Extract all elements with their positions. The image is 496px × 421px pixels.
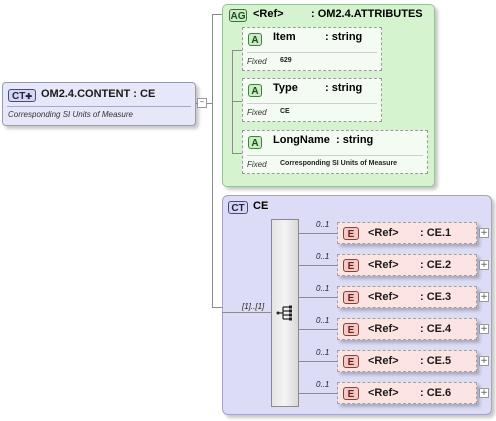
element-occurrence: 0..1 xyxy=(316,348,330,357)
attr-connector-item xyxy=(232,50,242,51)
attribute-separator xyxy=(247,103,377,104)
element-badge: E xyxy=(343,259,359,272)
sequence-compositor-icon xyxy=(276,305,292,321)
element-ce-5[interactable]: E <Ref> : CE.5 xyxy=(337,350,477,372)
element-ref: <Ref> xyxy=(368,227,399,239)
element-ref: <Ref> xyxy=(368,259,399,271)
attr-connector-trunk xyxy=(232,50,233,154)
attribute-separator xyxy=(247,52,377,53)
element-ce-2[interactable]: E <Ref> : CE.2 xyxy=(337,254,477,276)
element-ref: <Ref> xyxy=(368,355,399,367)
attribute-type: : string xyxy=(325,82,363,94)
element-name: : CE.3 xyxy=(420,291,452,303)
attribute-item[interactable]: A Item : string Fixed 629 xyxy=(242,27,382,71)
element-name: : CE.6 xyxy=(420,387,452,399)
element-badge: E xyxy=(343,291,359,304)
complex-type-badge-label: CT xyxy=(11,91,26,102)
attribute-type: : string xyxy=(325,31,363,43)
element-occurrence: 0..1 xyxy=(316,284,330,293)
element-connector xyxy=(299,297,337,298)
attribute-name: LongName xyxy=(273,134,330,146)
element-ce-1[interactable]: E <Ref> : CE.1 xyxy=(337,222,477,244)
expand-icon[interactable]: + xyxy=(479,388,489,398)
element-ce-3[interactable]: E <Ref> : CE.3 xyxy=(337,286,477,308)
connector-to-sequence xyxy=(222,312,272,313)
element-occurrence: 0..1 xyxy=(316,252,330,261)
attribute-type: : string xyxy=(336,134,374,146)
attribute-name: Item xyxy=(273,31,296,43)
expand-icon[interactable]: + xyxy=(479,324,489,334)
collapse-main-type-icon[interactable]: – xyxy=(197,98,207,108)
element-badge: E xyxy=(343,227,359,240)
complex-type-badge: CT✚ xyxy=(8,89,36,102)
connector-to-complex-type xyxy=(212,307,222,308)
element-ref: <Ref> xyxy=(368,387,399,399)
sequence-compositor[interactable] xyxy=(271,219,299,407)
connector-to-attribute-group xyxy=(212,14,222,15)
connector-trunk xyxy=(212,14,213,308)
attribute-group-ref: <Ref> xyxy=(253,8,284,20)
attribute-badge: A xyxy=(248,84,262,97)
attribute-name: Type xyxy=(273,82,298,94)
expand-icon[interactable]: + xyxy=(479,292,489,302)
attribute-group-badge: AG xyxy=(229,9,247,22)
element-connector xyxy=(299,233,337,234)
attribute-longname[interactable]: A LongName : string Fixed Corresponding … xyxy=(242,130,428,174)
attribute-separator xyxy=(247,155,423,156)
element-name: : CE.5 xyxy=(420,355,452,367)
fixed-label: Fixed xyxy=(247,108,267,117)
element-name: : CE.2 xyxy=(420,259,452,271)
element-ce-6[interactable]: E <Ref> : CE.6 xyxy=(337,382,477,404)
fixed-label: Fixed xyxy=(247,160,267,169)
fixed-value: 629 xyxy=(280,57,292,64)
element-connector xyxy=(299,329,337,330)
element-ref: <Ref> xyxy=(368,291,399,303)
element-occurrence: 0..1 xyxy=(316,220,330,229)
complex-type-ce-name: CE xyxy=(253,200,269,212)
main-type-documentation: Corresponding SI Units of Measure xyxy=(8,110,133,119)
attributes-icon: ✚ xyxy=(25,92,33,101)
attribute-badge: A xyxy=(248,33,262,46)
element-connector xyxy=(299,265,337,266)
attribute-type-field[interactable]: A Type : string Fixed CE xyxy=(242,78,382,122)
element-ref: <Ref> xyxy=(368,323,399,335)
element-occurrence: 0..1 xyxy=(316,380,330,389)
fixed-label: Fixed xyxy=(247,57,267,66)
element-connector xyxy=(299,361,337,362)
fixed-value: Corresponding SI Units of Measure xyxy=(280,160,398,167)
complex-type-ce-badge: CT xyxy=(228,201,248,214)
main-type-name: OM2.4.CONTENT : CE xyxy=(41,88,156,100)
attr-connector-type xyxy=(232,101,242,102)
fixed-value: CE xyxy=(280,108,290,115)
element-ce-4[interactable]: E <Ref> : CE.4 xyxy=(337,318,477,340)
main-type-box[interactable]: CT✚ OM2.4.CONTENT : CE Corresponding SI … xyxy=(2,82,196,126)
expand-icon[interactable]: + xyxy=(479,260,489,270)
attribute-group-name: : OM2.4.ATTRIBUTES xyxy=(311,8,423,20)
element-badge: E xyxy=(343,323,359,336)
element-connector xyxy=(299,393,337,394)
element-occurrence: 0..1 xyxy=(316,316,330,325)
expand-icon[interactable]: + xyxy=(479,356,489,366)
expand-icon[interactable]: + xyxy=(479,228,489,238)
main-type-separator xyxy=(7,106,191,107)
element-name: : CE.1 xyxy=(420,227,452,239)
attr-connector-longname xyxy=(232,153,242,154)
element-name: : CE.4 xyxy=(420,323,452,335)
element-badge: E xyxy=(343,355,359,368)
element-badge: E xyxy=(343,387,359,400)
sequence-occurrence: [1]..[1] xyxy=(242,302,265,311)
attribute-badge: A xyxy=(248,136,262,149)
